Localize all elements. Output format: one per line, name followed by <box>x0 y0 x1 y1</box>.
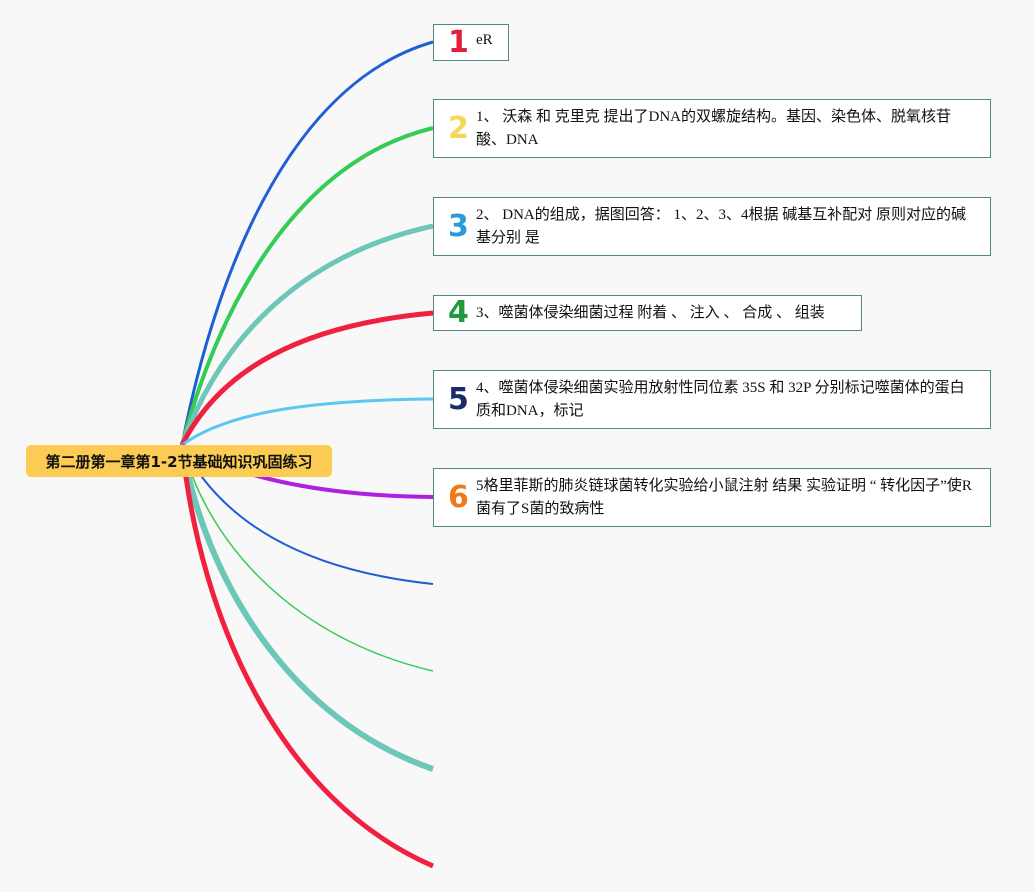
branch-line-2 <box>180 126 434 446</box>
root-topic[interactable]: 第二册第一章第1-2节基础知识巩固练习 <box>26 445 332 477</box>
topic-text-5: 4、噬菌体侵染细菌实验用放射性同位素 35S 和 32P 分别标记噬菌体的蛋白质… <box>476 380 965 419</box>
branch-line-4 <box>179 310 434 447</box>
topic-text-4: 3、噬菌体侵染细菌过程 附着 、 注入 、 合成 、 组装 <box>476 305 825 321</box>
topic-node-5[interactable]: 5 4、噬菌体侵染细菌实验用放射性同位素 35S 和 32P 分别标记噬菌体的蛋… <box>433 370 991 429</box>
topic-text-1: eR <box>476 32 493 48</box>
topic-node-4[interactable]: 4 3、噬菌体侵染细菌过程 附着 、 注入 、 合成 、 组装 <box>433 295 862 331</box>
branch-line-10 <box>179 444 434 869</box>
topic-text-6: 5格里菲斯的肺炎链球菌转化实验给小鼠注射 结果 实验证明 “ 转化因子”使R菌有… <box>476 478 972 517</box>
number-5-icon: 5 <box>448 381 469 417</box>
branch-line-8 <box>181 444 434 672</box>
topic-node-6[interactable]: 6 5格里菲斯的肺炎链球菌转化实验给小鼠注射 结果 实验证明 “ 转化因子”使R… <box>433 468 991 527</box>
topic-node-3[interactable]: 3 2、 DNA的组成，据图回答： 1、2、3、4根据 碱基互补配对 原则对应的… <box>433 197 991 256</box>
branch-line-1 <box>180 40 434 446</box>
branch-line-3 <box>179 223 434 446</box>
number-4-icon: 4 <box>448 295 469 330</box>
number-6-icon: 6 <box>448 479 469 515</box>
root-topic-label: 第二册第一章第1-2节基础知识巩固练习 <box>45 452 313 471</box>
number-2-icon: 2 <box>448 110 469 146</box>
topic-text-3: 2、 DNA的组成，据图回答： 1、2、3、4根据 碱基互补配对 原则对应的碱基… <box>476 207 967 246</box>
topic-node-1[interactable]: 1 eR <box>433 24 509 61</box>
number-3-icon: 3 <box>448 208 469 244</box>
topic-node-2[interactable]: 2 1、 沃森 和 克里克 提出了DNA的双螺旋结构。基因、染色体、脱氧核苷酸、… <box>433 99 991 158</box>
branch-line-9 <box>179 444 434 772</box>
branch-line-5 <box>181 397 434 447</box>
topic-text-2: 1、 沃森 和 克里克 提出了DNA的双螺旋结构。基因、染色体、脱氧核苷酸、DN… <box>476 109 952 148</box>
number-1-icon: 1 <box>448 24 469 60</box>
